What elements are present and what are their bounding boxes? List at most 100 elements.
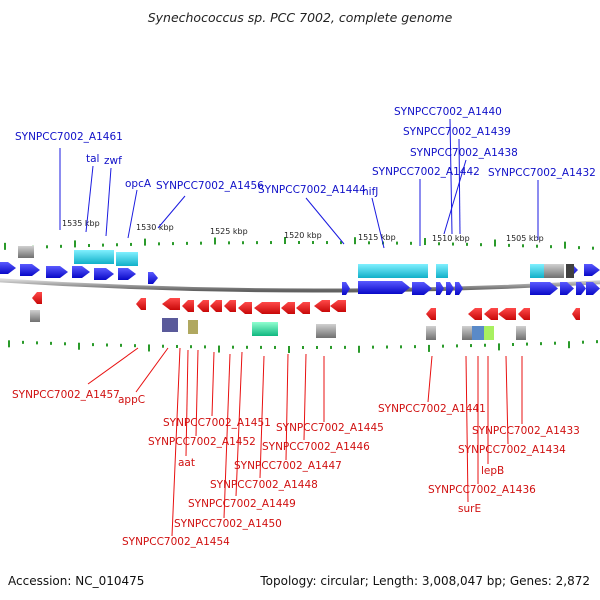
forward-gene-arrow bbox=[72, 266, 90, 278]
scale-tick-top bbox=[466, 242, 468, 246]
gene-block-gray bbox=[426, 326, 436, 340]
scale-tick-bottom bbox=[540, 342, 542, 346]
scale-tick-top bbox=[60, 244, 62, 248]
scale-tick-top bbox=[564, 241, 566, 249]
gene-label-bottom: SYNPCC7002_A1449 bbox=[188, 498, 296, 510]
genome-summary: Topology: circular; Length: 3,008,047 bp… bbox=[260, 574, 590, 588]
forward-gene-arrow bbox=[436, 282, 444, 295]
scale-tick-bottom bbox=[218, 345, 220, 353]
scale-tick-top bbox=[438, 242, 440, 246]
scale-tick-bottom bbox=[204, 345, 206, 349]
forward-gene-arrow bbox=[148, 272, 158, 284]
scale-tick-bottom bbox=[148, 344, 150, 352]
scale-label: 1520 kbp bbox=[284, 231, 322, 240]
scale-tick-top bbox=[200, 241, 202, 245]
gene-label-bottom: aat bbox=[178, 457, 195, 469]
genome-backbone bbox=[0, 278, 600, 293]
scale-label: 1515 kbp bbox=[358, 233, 396, 242]
gene-label-top: SYNPCC7002_A1438 bbox=[410, 147, 518, 159]
scale-tick-bottom bbox=[596, 340, 598, 344]
gene-block-gray bbox=[544, 264, 564, 278]
gene-block-steel bbox=[472, 326, 484, 340]
gene-label-bottom: SYNPCC7002_A1436 bbox=[428, 484, 536, 496]
gene-label-bottom: SYNPCC7002_A1445 bbox=[276, 422, 384, 434]
leader-line bbox=[285, 353, 289, 461]
gene-label-bottom: appC bbox=[118, 394, 145, 406]
gene-block-cyan bbox=[414, 264, 428, 278]
gene-block-gray bbox=[18, 246, 34, 258]
forward-gene-arrow bbox=[358, 281, 410, 294]
scale-tick-top bbox=[256, 241, 258, 245]
gene-label-top: SYNPCC7002_A1442 bbox=[372, 166, 480, 178]
gene-label-top: SYNPCC7002_A1432 bbox=[488, 167, 596, 179]
gene-block-cyan bbox=[74, 250, 114, 264]
scale-tick-bottom bbox=[260, 345, 262, 349]
scale-tick-top bbox=[480, 243, 482, 247]
reverse-gene-arrow bbox=[330, 300, 346, 312]
gene-block-gray bbox=[462, 326, 472, 340]
scale-tick-top bbox=[424, 238, 426, 246]
gene-label-bottom: SYNPCC7002_A1450 bbox=[174, 518, 282, 530]
scale-tick-top bbox=[116, 243, 118, 247]
leader-line bbox=[87, 347, 139, 385]
accession-label: Accession: NC_010475 bbox=[8, 574, 145, 588]
reverse-gene-arrow bbox=[314, 300, 330, 312]
scale-tick-bottom bbox=[428, 344, 430, 352]
forward-gene-arrow bbox=[584, 264, 600, 276]
scale-tick-top bbox=[88, 243, 90, 247]
scale-tick-bottom bbox=[456, 344, 458, 348]
forward-gene-arrow bbox=[412, 282, 432, 295]
gene-label-bottom: SYNPCC7002_A1433 bbox=[472, 425, 580, 437]
leader-line bbox=[259, 355, 265, 479]
gene-label-bottom: SYNPCC7002_A1452 bbox=[148, 436, 256, 448]
leader-line bbox=[211, 351, 215, 417]
scale-tick-top bbox=[144, 238, 146, 246]
leader-line bbox=[427, 355, 433, 403]
scale-tick-top bbox=[130, 242, 132, 246]
scale-tick-top bbox=[522, 244, 524, 248]
scale-tick-top bbox=[452, 242, 454, 246]
scale-tick-bottom bbox=[400, 345, 402, 349]
scale-tick-bottom bbox=[358, 345, 360, 353]
gene-label-top: SYNPCC7002_A1456 bbox=[156, 180, 264, 192]
scale-tick-top bbox=[284, 237, 286, 245]
gene-block-cyan bbox=[436, 264, 448, 278]
scale-tick-top bbox=[312, 241, 314, 245]
leader-line bbox=[195, 349, 199, 437]
scale-tick-top bbox=[172, 242, 174, 246]
scale-tick-bottom bbox=[302, 345, 304, 349]
leader-line bbox=[458, 138, 461, 235]
reverse-gene-arrow bbox=[197, 300, 209, 312]
gene-label-bottom: SYNPCC7002_A1457 bbox=[12, 389, 120, 401]
scale-tick-top bbox=[396, 241, 398, 245]
reverse-gene-arrow bbox=[32, 292, 42, 304]
forward-gene-arrow bbox=[118, 268, 136, 280]
scale-tick-bottom bbox=[106, 343, 108, 347]
reverse-gene-arrow bbox=[518, 308, 530, 320]
gene-block-cyan bbox=[358, 264, 414, 278]
reverse-gene-arrow bbox=[281, 302, 295, 314]
gene-label-bottom: lepB bbox=[481, 465, 504, 477]
scale-tick-bottom bbox=[92, 343, 94, 347]
scale-tick-bottom bbox=[162, 344, 164, 348]
forward-gene-arrow bbox=[560, 282, 574, 295]
scale-tick-top bbox=[578, 246, 580, 250]
scale-tick-bottom bbox=[64, 342, 66, 346]
scale-tick-top bbox=[298, 241, 300, 245]
scale-tick-top bbox=[270, 241, 272, 245]
scale-tick-top bbox=[550, 245, 552, 249]
scale-tick-top bbox=[242, 241, 244, 245]
scale-tick-top bbox=[158, 242, 160, 246]
reverse-gene-arrow bbox=[484, 308, 498, 320]
gene-label-top: opcA bbox=[125, 178, 152, 190]
scale-tick-top bbox=[368, 241, 370, 245]
forward-gene-arrow bbox=[20, 264, 40, 276]
scale-tick-bottom bbox=[386, 345, 388, 349]
gene-block-dark bbox=[566, 264, 574, 278]
forward-gene-arrow bbox=[576, 282, 586, 295]
scale-tick-top bbox=[340, 241, 342, 245]
forward-gene-arrow bbox=[455, 282, 463, 295]
gene-label-bottom: SYNPCC7002_A1441 bbox=[378, 403, 486, 415]
forward-gene-arrow bbox=[342, 282, 350, 295]
reverse-gene-arrow bbox=[162, 298, 180, 310]
